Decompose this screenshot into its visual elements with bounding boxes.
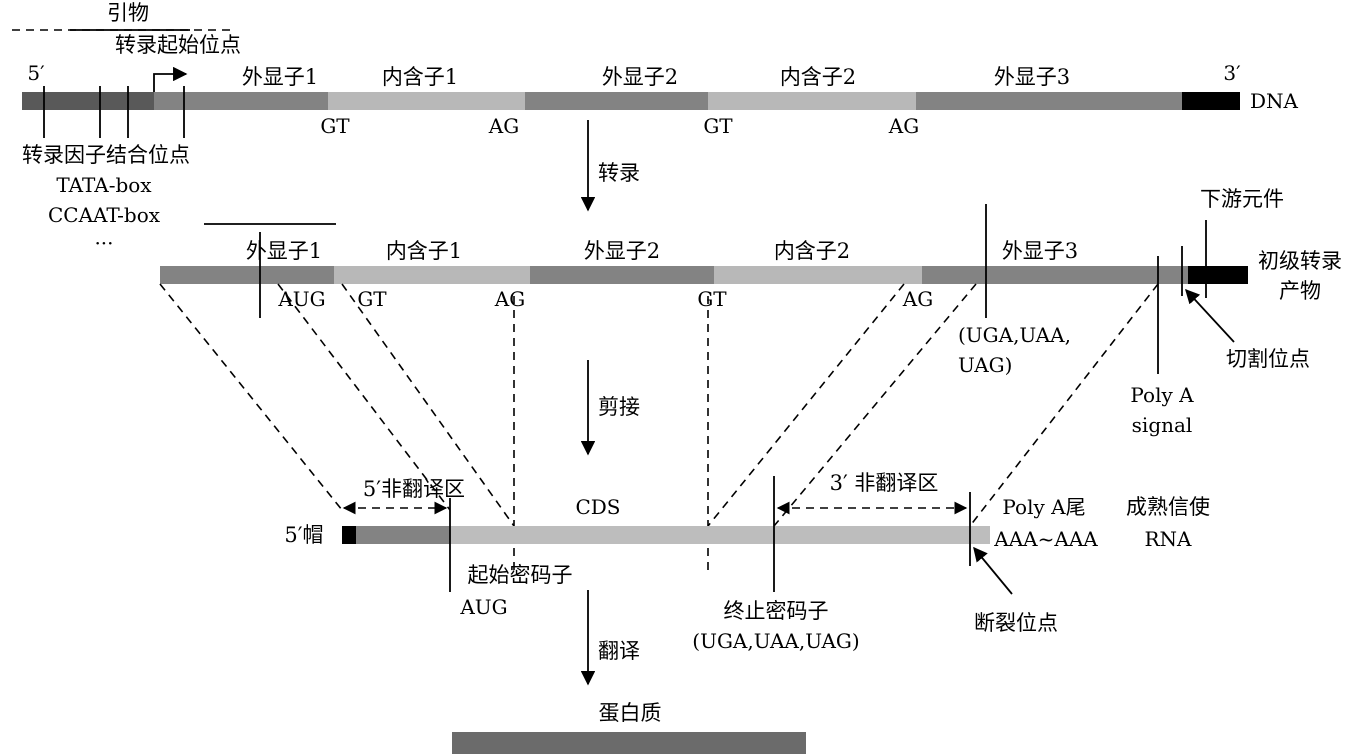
mature-mrna-label-line2: RNA <box>1144 527 1192 551</box>
dna-ag2: AG <box>888 114 919 138</box>
break-site-label: 断裂位点 <box>974 611 1058 635</box>
protein-label: 蛋白质 <box>599 701 662 725</box>
dna-downstream-end <box>1182 92 1240 110</box>
ccaat-box-label: CCAAT-box <box>48 203 161 227</box>
start-codon-seq: AUG <box>459 595 507 619</box>
primary-exon3 <box>922 266 1188 284</box>
cleavage-site-arrow <box>1185 288 1235 343</box>
cds-label: CDS <box>575 495 620 519</box>
splice-dash-8 <box>969 283 1159 527</box>
primary-exon2-label: 外显子2 <box>584 239 660 263</box>
dna-intron1 <box>328 92 525 110</box>
splice-dash-7 <box>773 283 977 527</box>
splice-dash-3 <box>341 283 515 527</box>
polya-tail-label: Poly A尾 <box>1002 495 1085 519</box>
cap-label: 5′帽 <box>284 523 323 547</box>
dna-exon1-label: 外显子1 <box>242 65 318 89</box>
dna-intron2 <box>708 92 916 110</box>
splice-dash-6 <box>707 283 905 527</box>
tss-label: 转录起始位点 <box>115 33 241 57</box>
primary-label-line2: 产物 <box>1279 279 1321 303</box>
primary-stop-line2: UAG) <box>958 353 1012 377</box>
primary-exon3-label: 外显子3 <box>1002 239 1078 263</box>
downstream-element-label: 下游元件 <box>1200 187 1284 211</box>
dna-exon2-label: 外显子2 <box>602 65 678 89</box>
primary-intron2-label: 内含子2 <box>774 239 850 263</box>
dna-ag1: AG <box>488 114 519 138</box>
mrna-3utr <box>774 526 970 544</box>
primary-aug: AUG <box>277 287 325 311</box>
polya-signal-line2: signal <box>1132 413 1193 437</box>
cleavage-site-label: 切割位点 <box>1226 347 1310 371</box>
mrna-5utr <box>356 526 450 544</box>
stop-codon-seq: (UGA,UAA,UAG) <box>692 629 859 653</box>
dna-exon3-label: 外显子3 <box>994 65 1070 89</box>
primer-label: 引物 <box>107 1 149 25</box>
primary-gt1: GT <box>357 287 387 311</box>
primary-exon1-label: 外显子1 <box>246 239 322 263</box>
polya-signal-line1: Poly A <box>1130 383 1194 407</box>
transcription-label: 转录 <box>598 161 640 185</box>
primary-label-line1: 初级转录 <box>1258 249 1342 273</box>
dna-intron1-label: 内含子1 <box>382 65 458 89</box>
dna-three-prime: 3′ <box>1223 61 1241 85</box>
primary-intron1 <box>334 266 530 284</box>
dna-exon3 <box>916 92 1182 110</box>
splicing-label: 剪接 <box>598 395 640 419</box>
mature-mrna <box>342 526 990 544</box>
primary-exon2 <box>530 266 714 284</box>
utr3-label: 3′ 非翻译区 <box>830 471 939 495</box>
dna-gt1: GT <box>320 114 350 138</box>
translation-label: 翻译 <box>598 639 640 663</box>
tata-box-label: TATA-box <box>56 173 152 197</box>
dna-gt2: GT <box>703 114 733 138</box>
dna-strand <box>22 92 1240 110</box>
tss-arrow <box>153 66 188 92</box>
polya-seq-label: AAA~AAA <box>993 527 1098 551</box>
primary-exon1 <box>160 266 334 284</box>
mrna-polya-stub <box>970 526 990 544</box>
dna-exon2 <box>525 92 708 110</box>
dna-promoter <box>22 92 154 110</box>
dna-exon1 <box>154 92 328 110</box>
promoter-ellipsis: ··· <box>94 231 113 255</box>
stop-codon-label: 终止密码子 <box>724 599 829 623</box>
tf-binding-site-label: 转录因子结合位点 <box>22 143 190 167</box>
protein-bar <box>452 732 806 754</box>
splice-dash-1 <box>159 283 343 511</box>
primary-ag2: AG <box>902 287 933 311</box>
primary-intron1-label: 内含子1 <box>386 239 462 263</box>
primary-stop-line1: (UGA,UAA, <box>958 323 1071 347</box>
primary-intron2 <box>714 266 922 284</box>
start-codon-label: 起始密码子 <box>468 563 573 587</box>
primary-downstream-end <box>1188 266 1248 284</box>
mrna-cds <box>450 526 774 544</box>
break-site-arrow <box>973 546 1013 595</box>
dna-intron2-label: 内含子2 <box>780 65 856 89</box>
mature-mrna-label-line1: 成熟信使 <box>1126 495 1210 519</box>
utr5-label: 5′非翻译区 <box>363 477 465 501</box>
splice-dash-2 <box>277 283 451 511</box>
primary-transcript <box>160 266 1248 284</box>
dna-label: DNA <box>1250 89 1299 113</box>
dna-five-prime: 5′ <box>27 61 45 85</box>
mrna-cap <box>342 526 356 544</box>
primary-gt2: GT <box>697 287 727 311</box>
primary-ag1: AG <box>494 287 525 311</box>
